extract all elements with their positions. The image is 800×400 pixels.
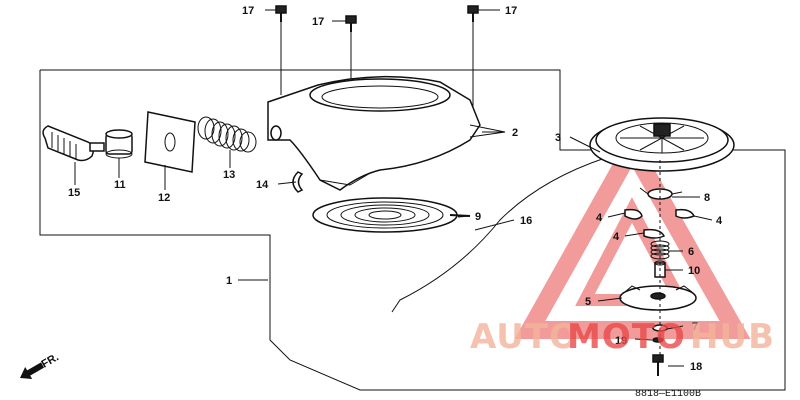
starter-grip <box>42 125 105 162</box>
callout-4a: 4 <box>596 212 603 224</box>
ratchet-pawl-lower <box>643 228 666 239</box>
starter-pulley <box>589 117 735 172</box>
ratchet-spring <box>639 187 683 200</box>
ratchet-pawl-right <box>675 208 696 219</box>
starter-rope <box>391 157 606 313</box>
drawing-code: 8818—E1100B <box>635 389 701 400</box>
callout-8: 8 <box>704 192 710 204</box>
callout-2: 2 <box>512 127 518 139</box>
callout-3: 3 <box>555 132 561 144</box>
callout-14: 14 <box>256 179 269 191</box>
callout-6: 6 <box>688 246 694 258</box>
starter-case <box>267 75 506 191</box>
front-direction-label: FR. <box>40 351 61 370</box>
callout-1: 1 <box>226 275 232 287</box>
callout-18: 18 <box>690 361 702 373</box>
callout-7: 7 <box>692 321 698 333</box>
bolt-17-left <box>275 5 287 95</box>
ratchet-pawl-left <box>624 208 643 220</box>
callout-16: 16 <box>520 215 532 227</box>
callout-12: 12 <box>158 192 170 204</box>
watermark-part3: HUB <box>690 317 775 357</box>
callout-11: 11 <box>114 179 126 191</box>
callout-17c: 17 <box>505 5 517 17</box>
watermark-part2: MOTO <box>567 317 686 357</box>
callout-5: 5 <box>585 296 591 308</box>
callout-10: 10 <box>688 265 700 277</box>
callout-19: 19 <box>615 335 627 347</box>
callout-4c: 4 <box>613 231 620 243</box>
callout-4b: 4 <box>716 215 723 227</box>
watermark-part1: AUTO <box>470 317 579 357</box>
watermark-text: AUTO MOTO HUB <box>470 317 775 357</box>
callout-15: 15 <box>68 187 80 199</box>
guide-plate <box>144 111 196 173</box>
clip-14 <box>292 171 304 193</box>
bolt-18 <box>652 354 664 376</box>
assembly-boundary <box>39 69 786 391</box>
front-direction-arrow <box>20 362 45 380</box>
coil-spring-13 <box>197 116 257 153</box>
callout-17a: 17 <box>242 5 254 17</box>
recoil-spring <box>312 197 471 233</box>
grip-knob <box>105 129 133 159</box>
ratchet-guide <box>619 285 697 311</box>
callout-9: 9 <box>475 211 481 223</box>
callout-17b: 17 <box>312 16 324 28</box>
callout-13: 13 <box>223 169 235 181</box>
